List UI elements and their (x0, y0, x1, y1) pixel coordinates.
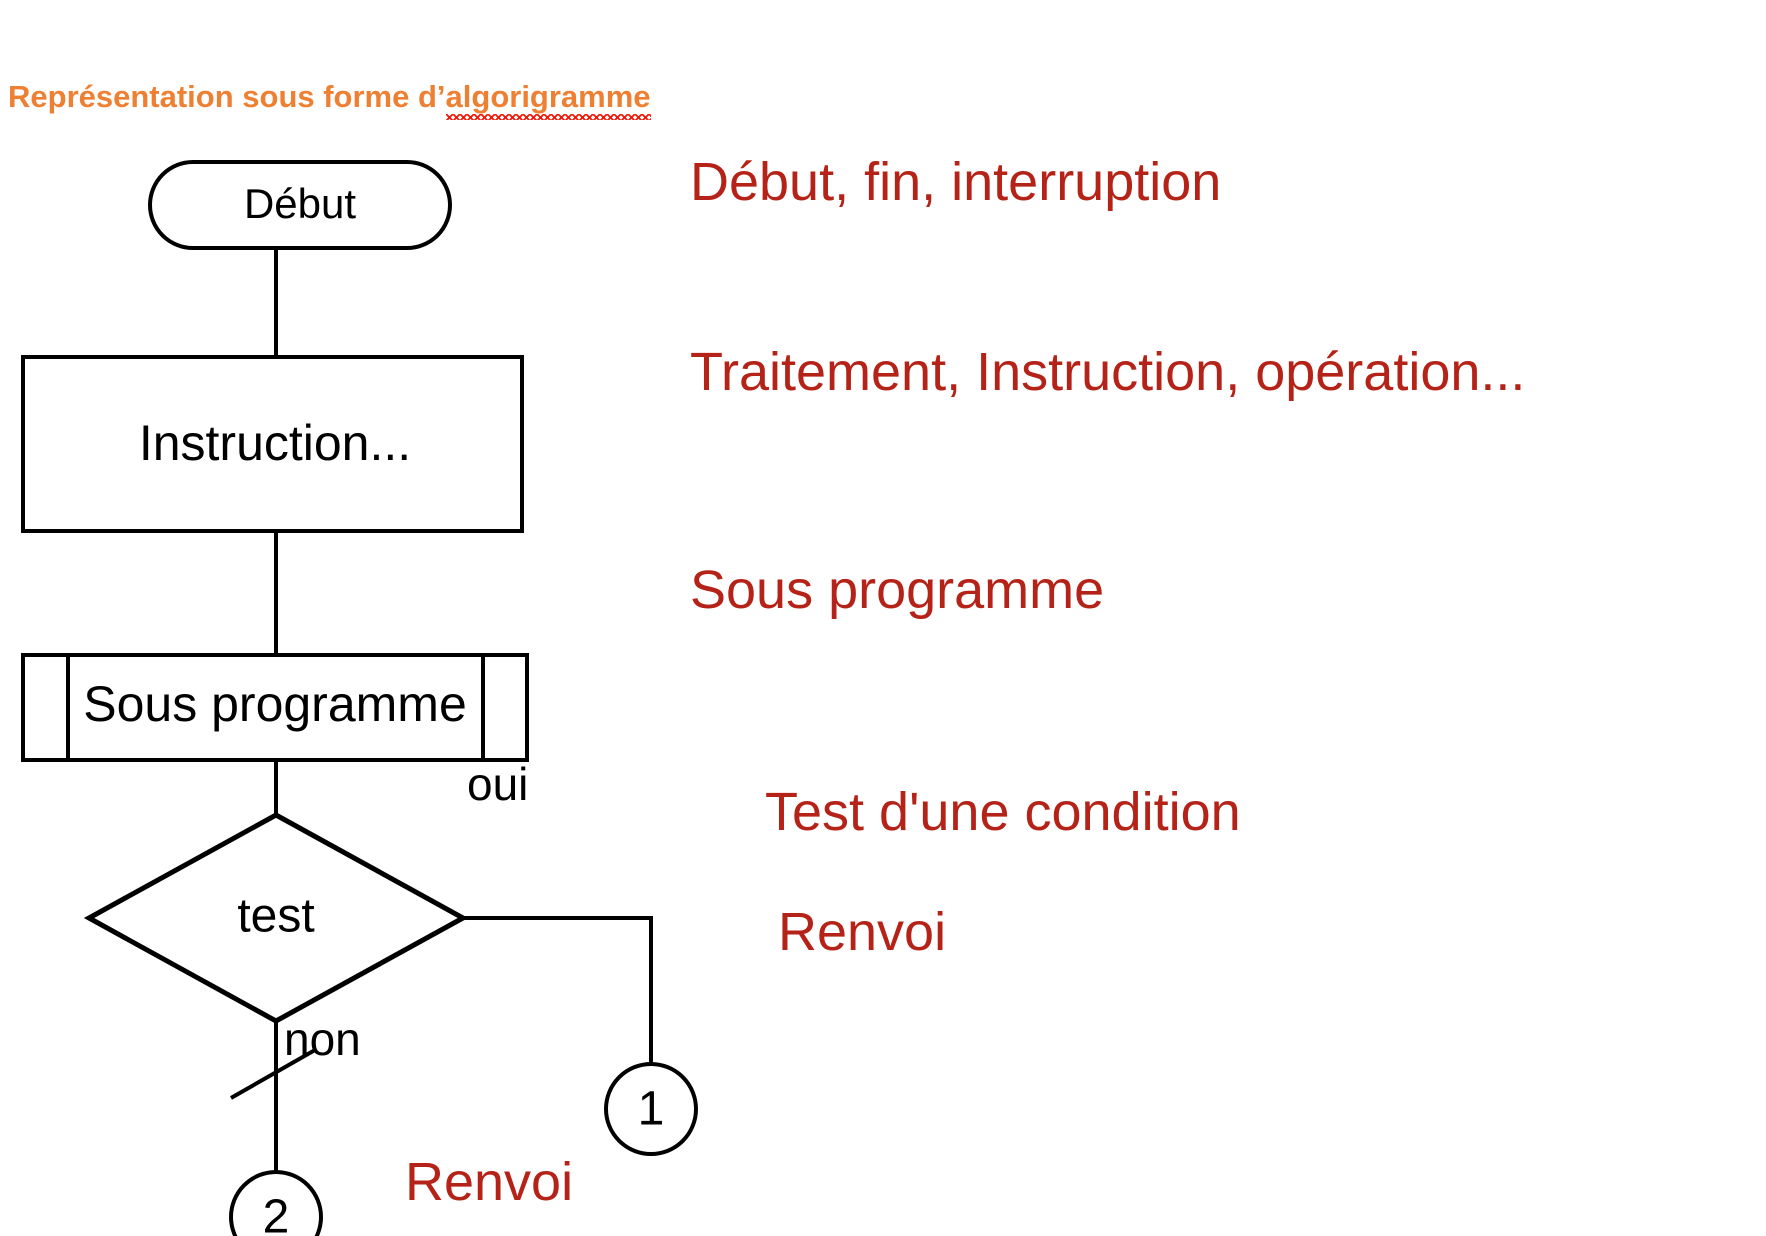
page-title: Représentation sous forme d’algorigramme (8, 79, 651, 120)
connector-2-shape (229, 1170, 323, 1236)
page-title-misspelled-word: algorigramme (445, 79, 651, 120)
node-connector-1[interactable]: 1 (604, 1062, 698, 1156)
instruction-label: Instruction... (139, 415, 411, 471)
start-shape (148, 160, 452, 250)
node-instruction[interactable]: Instruction... (21, 355, 524, 533)
start-label: Début (244, 180, 356, 227)
subprogram-shape (21, 653, 529, 762)
edge-label-oui: oui (467, 758, 528, 810)
legend-item-connector-2: Renvoi (405, 1152, 574, 1212)
subprogram-label: Sous programme (83, 676, 467, 732)
node-subprogram[interactable]: Sous programme (21, 653, 529, 762)
instruction-shape (21, 355, 524, 533)
connector-2-label: 2 (263, 1191, 290, 1236)
page-title-prefix: Représentation sous forme d’ (8, 79, 446, 114)
node-test[interactable]: test (83, 812, 469, 1024)
node-connector-2[interactable]: 2 (229, 1170, 323, 1236)
edge-no-tick-mark (230, 1048, 316, 1100)
legend-item-connector-1: Renvoi (778, 902, 947, 962)
legend-item-process: Traitement, Instruction, opération... (690, 342, 1526, 402)
test-label: test (237, 890, 314, 943)
connector-1-shape (604, 1062, 698, 1156)
node-start[interactable]: Début (148, 160, 452, 250)
edge-test-yes (463, 916, 653, 1064)
legend-item-decision: Test d'une condition (765, 782, 1241, 842)
legend-item-subprogram: Sous programme (690, 560, 1105, 620)
edge-label-non: non (284, 1013, 361, 1065)
legend-item-terminal: Début, fin, interruption (690, 152, 1222, 212)
connector-1-label: 1 (638, 1083, 665, 1136)
